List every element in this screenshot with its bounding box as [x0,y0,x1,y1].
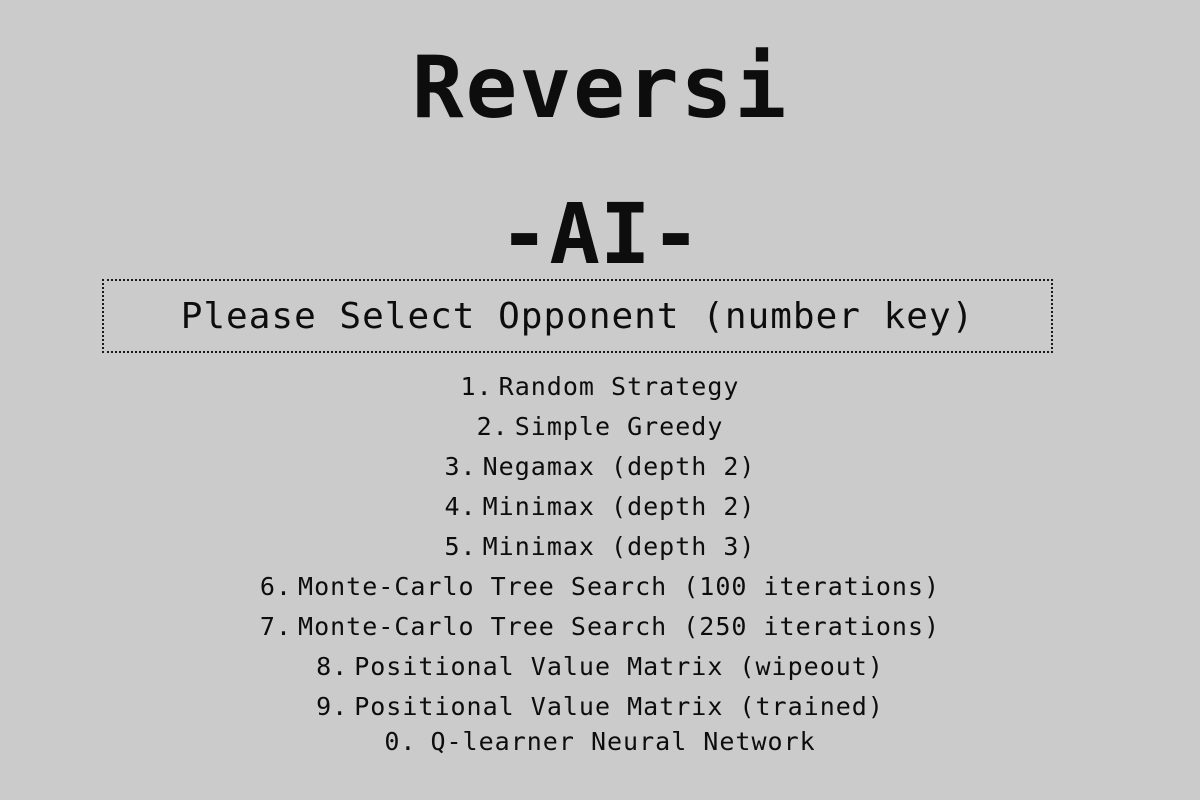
option-key: 2. [476,412,509,441]
option-label: Random Strategy [498,372,740,401]
option-key: 1. [460,372,493,401]
option-label: Minimax (depth 2) [482,492,756,521]
option-label: Q-learner Neural Network [430,727,816,756]
option-label: Negamax (depth 2) [482,452,756,481]
opponent-option-negamax-depth-2[interactable]: 3.Negamax (depth 2) [0,447,1200,487]
opponent-prompt-text: Please Select Opponent (number key) [180,295,975,337]
opponent-option-positional-wipeout[interactable]: 8.Positional Value Matrix (wipeout) [0,647,1200,687]
game-title: Reversi [411,38,789,138]
option-key: 6. [259,572,293,601]
option-key: 4. [444,492,477,521]
opponent-option-simple-greedy[interactable]: 2.Simple Greedy [0,407,1200,447]
option-label: Simple Greedy [514,412,724,441]
opponent-option-q-learner[interactable]: 0. Q-learner Neural Network [0,727,1200,757]
option-key: 7. [259,612,293,641]
opponent-list: 1.Random Strategy 2.Simple Greedy 3.Nega… [0,367,1200,757]
opponent-option-minimax-depth-2[interactable]: 4.Minimax (depth 2) [0,487,1200,527]
opponent-option-random-strategy[interactable]: 1.Random Strategy [0,367,1200,407]
option-label: Monte-Carlo Tree Search (250 iterations) [298,612,941,641]
opponent-option-mcts-250[interactable]: 7.Monte-Carlo Tree Search (250 iteration… [0,607,1200,647]
option-key: 0. [384,727,417,756]
opponent-prompt-box: Please Select Opponent (number key) [102,279,1053,353]
option-key: 8. [316,652,349,681]
opponent-option-positional-trained[interactable]: 9.Positional Value Matrix (trained) [0,687,1200,727]
option-key: 5. [444,532,477,561]
game-subtitle: -AI- [498,185,702,283]
option-label: Positional Value Matrix (wipeout) [354,652,884,681]
option-label: Monte-Carlo Tree Search (100 iterations) [298,572,941,601]
option-label: Positional Value Matrix (trained) [354,692,884,721]
opponent-option-mcts-100[interactable]: 6.Monte-Carlo Tree Search (100 iteration… [0,567,1200,607]
opponent-option-minimax-depth-3[interactable]: 5.Minimax (depth 3) [0,527,1200,567]
option-key: 9. [316,692,349,721]
option-label: Minimax (depth 3) [482,532,756,561]
option-key: 3. [444,452,477,481]
